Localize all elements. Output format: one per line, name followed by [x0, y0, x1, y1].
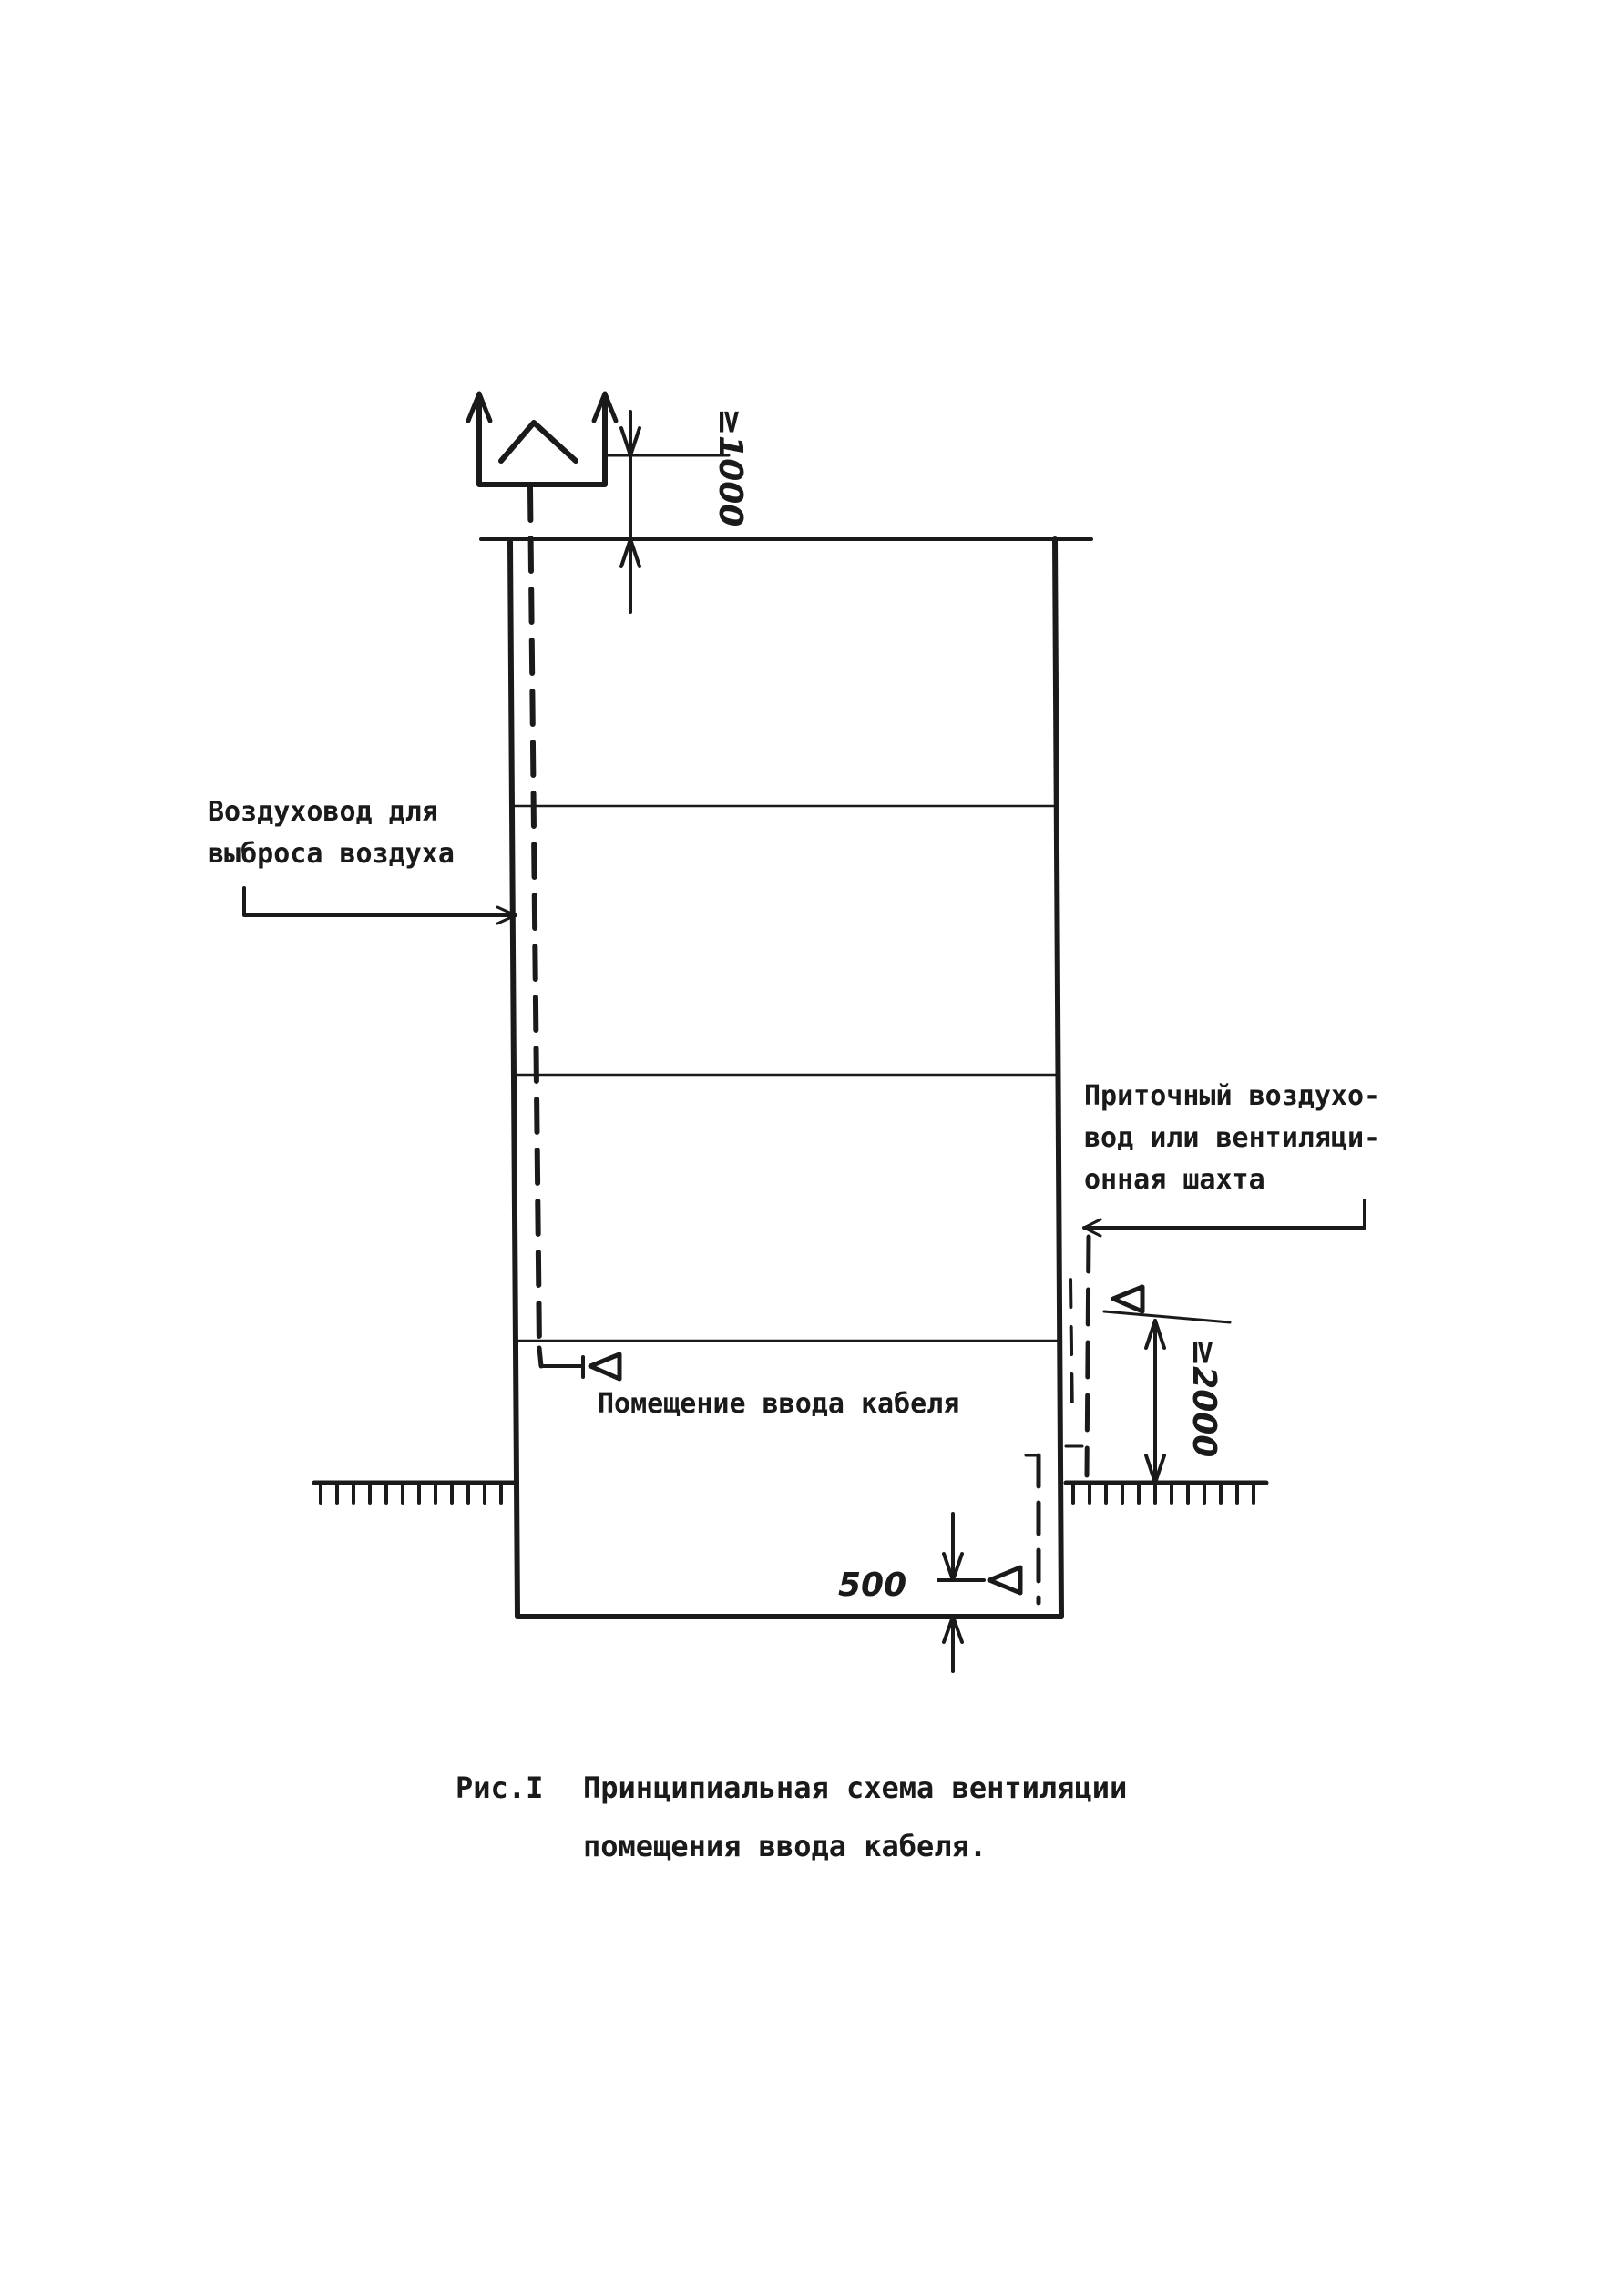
supply-duct-label-line3: онная шахта	[1084, 1164, 1265, 1196]
supply-height-dimension: ≥2000	[1185, 1339, 1223, 1458]
supply-level-triangle	[1111, 1284, 1145, 1314]
cable-room-label: Помещение ввода кабеля	[598, 1388, 960, 1420]
exhaust-leader	[242, 886, 517, 917]
supply-duct-label-line1: Приточный воздухо-	[1084, 1080, 1381, 1112]
roof-dim-arrow-down	[619, 426, 641, 457]
ground-hatch-left	[319, 1481, 503, 1505]
exhaust-duct-outlet	[537, 1345, 544, 1369]
bottom-offset-dimension: 500	[838, 1566, 907, 1604]
exhaust-duct	[527, 485, 542, 1351]
exhaust-cap-hood	[498, 420, 578, 464]
ground-hatch-right	[1071, 1481, 1255, 1505]
bottom-dim-top-arrow-head	[942, 1552, 964, 1582]
exhaust-leader-head	[496, 905, 517, 925]
supply-leader-head	[1082, 1218, 1102, 1238]
bottom-level-triangle	[987, 1565, 1023, 1596]
exhaust-level-triangle	[588, 1352, 622, 1382]
figure-number: Рис.I	[455, 1770, 544, 1805]
exhaust-duct-label-line1: Воздуховод для	[208, 796, 438, 828]
exhaust-duct-label-line2: выброса воздуха	[208, 838, 455, 870]
right-wall	[1052, 536, 1064, 1619]
supply-level-ext	[1102, 1310, 1232, 1324]
supply-duct-label-line2: вод или вентиляци-	[1084, 1122, 1381, 1154]
figure-caption-line2: помещения ввода кабеля.	[583, 1829, 988, 1863]
bottom-dim-bottom-arrow-head	[942, 1615, 964, 1644]
left-wall	[507, 539, 520, 1619]
exhaust-cap-right-head	[591, 391, 619, 423]
exhaust-cap-right-arrow	[542, 398, 608, 487]
roof-dim-arrow-up	[619, 537, 641, 568]
roof-clearance-dimension: ≥1000	[711, 408, 749, 527]
supply-dim-arrow-up	[1144, 1319, 1166, 1350]
figure-caption-line1: Принципиальная схема вентиляции	[583, 1770, 1128, 1805]
supply-leader	[1082, 1199, 1366, 1230]
supply-duct-inner	[1069, 1278, 1074, 1423]
exhaust-cap-left-arrow	[476, 398, 548, 487]
exhaust-cap-left-head	[466, 391, 493, 423]
supply-duct	[1084, 1234, 1091, 1478]
